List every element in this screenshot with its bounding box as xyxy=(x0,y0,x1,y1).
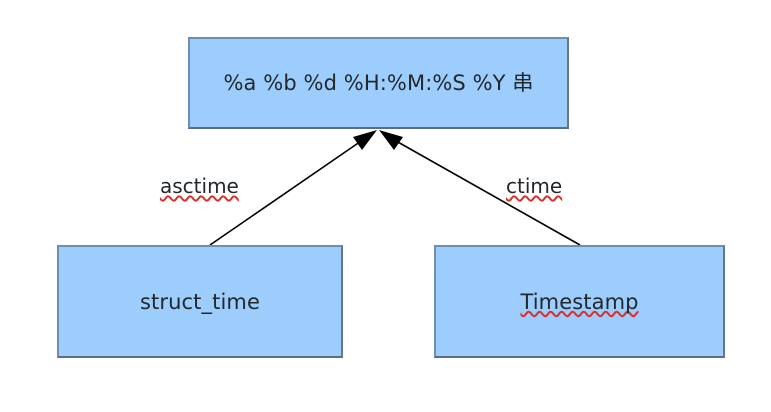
edge-ctime-arrowhead xyxy=(379,130,403,150)
node-format-string-label: %a %b %d %H:%M:%S %Y 串 xyxy=(223,71,534,95)
edge-ctime-line xyxy=(388,136,581,246)
edge-ctime xyxy=(379,130,581,246)
edge-label-asctime-text: asctime xyxy=(160,174,239,198)
edge-label-asctime: asctime xyxy=(160,174,239,198)
node-struct-time-label: struct_time xyxy=(140,289,260,314)
node-timestamp[interactable]: Timestamp xyxy=(434,245,725,358)
edge-label-ctime-text: ctime xyxy=(506,174,563,198)
edge-asctime-line xyxy=(209,136,368,246)
edge-asctime-arrowhead xyxy=(353,130,377,150)
edge-label-ctime: ctime xyxy=(506,174,562,198)
node-format-string[interactable]: %a %b %d %H:%M:%S %Y 串 xyxy=(188,37,569,129)
node-struct-time[interactable]: struct_time xyxy=(57,245,343,358)
edge-asctime xyxy=(209,130,377,246)
node-timestamp-label: Timestamp xyxy=(520,289,639,314)
